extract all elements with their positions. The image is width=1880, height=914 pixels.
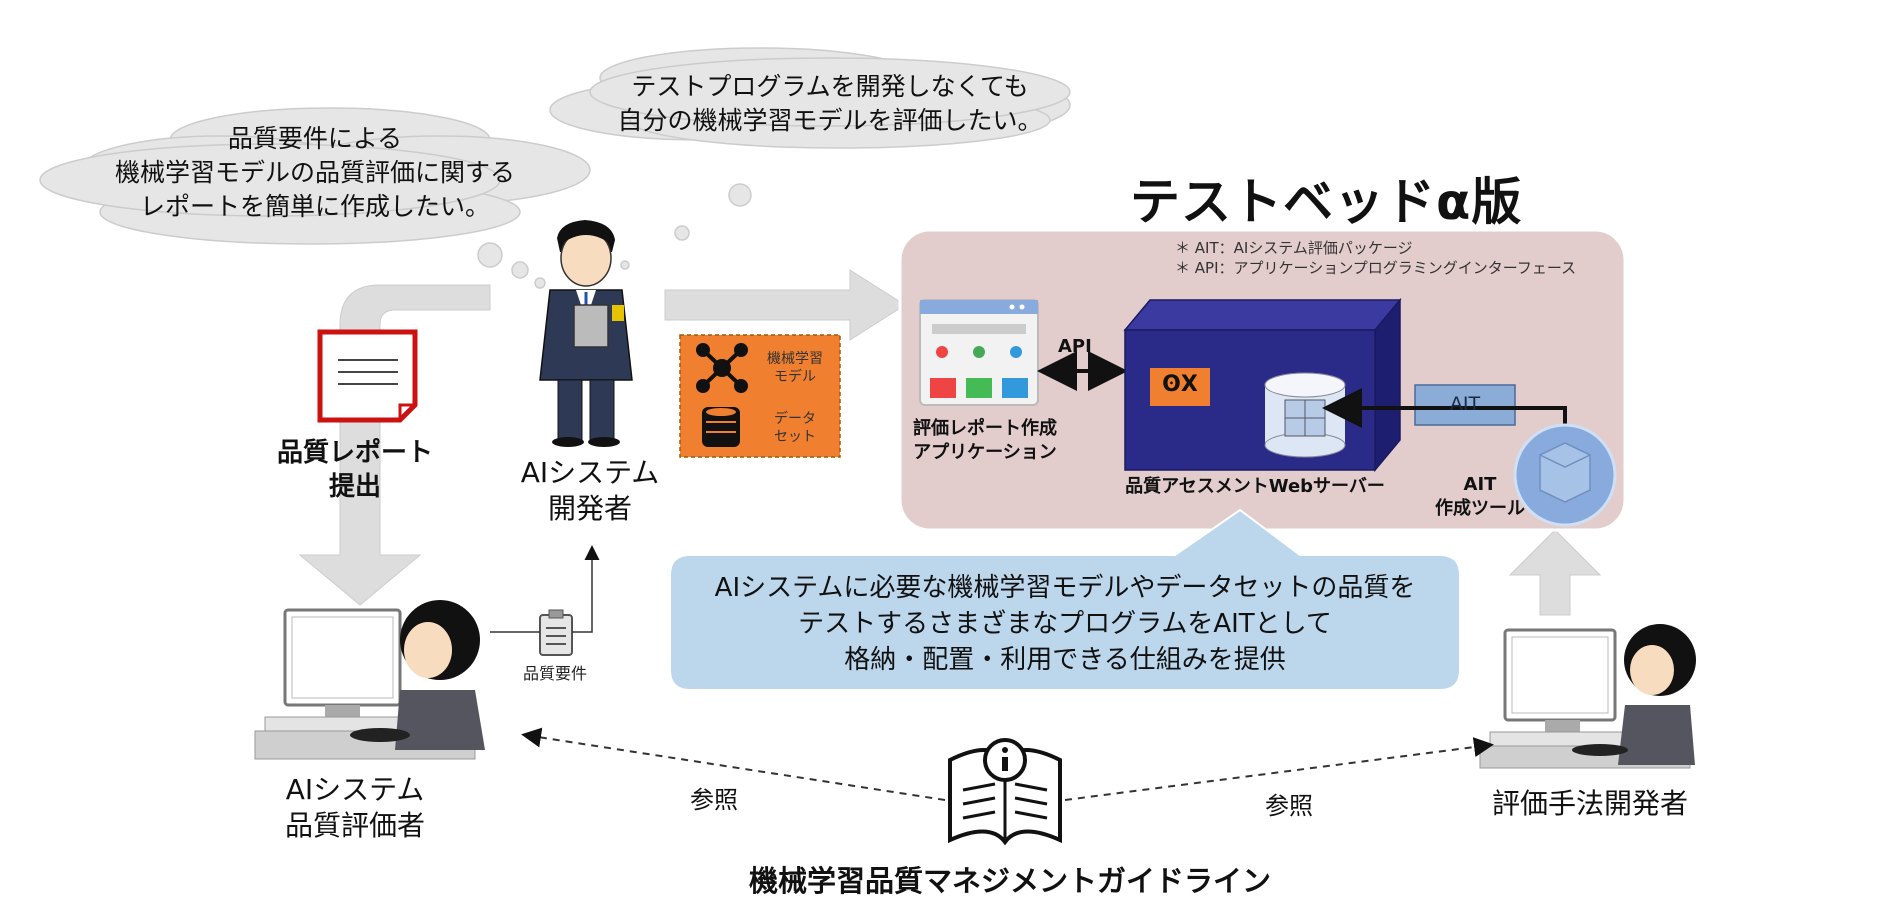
dataset-label-line-1: データ	[774, 411, 816, 427]
thought-bubble-top-text: テストプログラムを開発しなくても 自分の機械学習モデルを評価したい。	[590, 70, 1070, 138]
developer-label: AIシステム 開発者	[490, 455, 690, 527]
ait-block	[1414, 384, 1516, 426]
ml-model-label-line-1: 機械学習	[767, 351, 823, 367]
ait-creation-tool-icon	[1513, 423, 1617, 527]
ml-model-network-icon	[696, 343, 748, 393]
bubble-top-line-1: テストプログラムを開発しなくても	[631, 72, 1029, 101]
report-app-label: 評価レポート作成 アプリケーション	[895, 417, 1075, 465]
ref-left-label: 参照	[690, 786, 738, 814]
report-app-window-icon	[919, 299, 1039, 406]
ml-model-label: 機械学習 モデル	[755, 350, 835, 386]
evaluator-label: AIシステム 品質評価者	[245, 772, 465, 844]
developer-person-icon	[539, 220, 633, 447]
thought-cloud-top	[549, 47, 1071, 149]
developer-label-line-1: AIシステム	[520, 456, 660, 489]
bubble-left-line-1: 品質要件による	[227, 124, 403, 153]
testbed-note-ait: ＊ AIT：AIシステム評価パッケージ	[1175, 239, 1413, 257]
api-label: API	[1058, 336, 1092, 357]
report-document-icon	[317, 329, 418, 423]
report-submit-label-line-1: 品質レポート	[276, 438, 433, 468]
ref-right-label: 参照	[1265, 792, 1313, 820]
evaluator-at-computer-icon	[254, 600, 485, 760]
bubble-left-line-2: 機械学習モデルの品質評価に関する	[114, 158, 515, 187]
developer-label-line-2: 開発者	[547, 492, 632, 525]
ml-model-label-line-2: モデル	[774, 369, 816, 385]
thought-cloud-left	[39, 107, 591, 245]
report-submit-label: 品質レポート 提出	[255, 436, 455, 504]
evaluator-label-line-1: AIシステム	[285, 773, 425, 806]
method-developer-label: 評価手法開発者	[1491, 787, 1688, 820]
server-chip-label: ʘX	[1162, 372, 1198, 397]
arrow-to-testbed	[664, 269, 906, 341]
bubble-top-line-2: 自分の機械学習モデルを評価したい。	[617, 106, 1043, 135]
callout-text: AIシステムに必要な機械学習モデルやデータセットの品質を テストするさまざまなプ…	[680, 570, 1450, 678]
requirements-label: 品質要件	[522, 664, 587, 683]
method-developer-at-computer-icon	[1479, 624, 1696, 769]
evaluator-label-line-2: 品質評価者	[284, 809, 425, 842]
dataset-database-icon	[702, 407, 740, 447]
thought-dots-top	[620, 183, 752, 270]
report-app-label-line-1: 評価レポート作成	[913, 418, 1057, 439]
report-submit-label-line-2: 提出	[328, 472, 381, 502]
assessment-server-label: 品質アセスメントWebサーバー	[1125, 476, 1385, 497]
requirements-clipboard-icon	[539, 609, 573, 656]
ait-tool-label: AIT 作成ツール	[1420, 473, 1540, 521]
callout-line-1: AIシステムに必要な機械学習モデルやデータセットの品質を	[714, 573, 1416, 603]
testbed-notes: ＊ AIT：AIシステム評価パッケージ ＊ API：アプリケーションプログラミン…	[1175, 238, 1576, 278]
requirements-to-developer-line	[490, 548, 592, 633]
ait-tool-label-line-2: 作成ツール	[1435, 498, 1525, 519]
guideline-book-icon	[948, 738, 1062, 846]
dataset-label-line-2: セット	[774, 429, 816, 445]
callout-line-2: テストするさまざまなプログラムをAITとして	[798, 609, 1332, 639]
report-app-label-line-2: アプリケーション	[913, 442, 1057, 463]
testbed-title: テストベッドα版	[1130, 173, 1523, 231]
ref-arrow-right	[1064, 737, 1494, 801]
guideline-label: 機械学習品質マネジメントガイドライン	[748, 864, 1271, 898]
callout-box	[669, 508, 1461, 691]
ref-arrow-left	[521, 727, 946, 801]
ait-tool-label-line-1: AIT	[1463, 474, 1497, 495]
model-dataset-package	[679, 334, 841, 458]
bubble-left-line-3: レポートを簡単に作成したい。	[139, 192, 490, 221]
thought-dots-left	[477, 242, 546, 289]
ait-block-label: AIT	[1449, 393, 1481, 415]
thought-bubble-left-text: 品質要件による 機械学習モデルの品質評価に関する レポートを簡単に作成したい。	[60, 122, 570, 224]
testbed-note-api: ＊ API：アプリケーションプログラミングインターフェース	[1175, 259, 1577, 277]
callout-line-3: 格納・配置・利用できる仕組みを提供	[844, 645, 1286, 675]
arrow-up-from-method-dev	[1508, 529, 1602, 616]
dataset-label: データ セット	[755, 410, 835, 446]
